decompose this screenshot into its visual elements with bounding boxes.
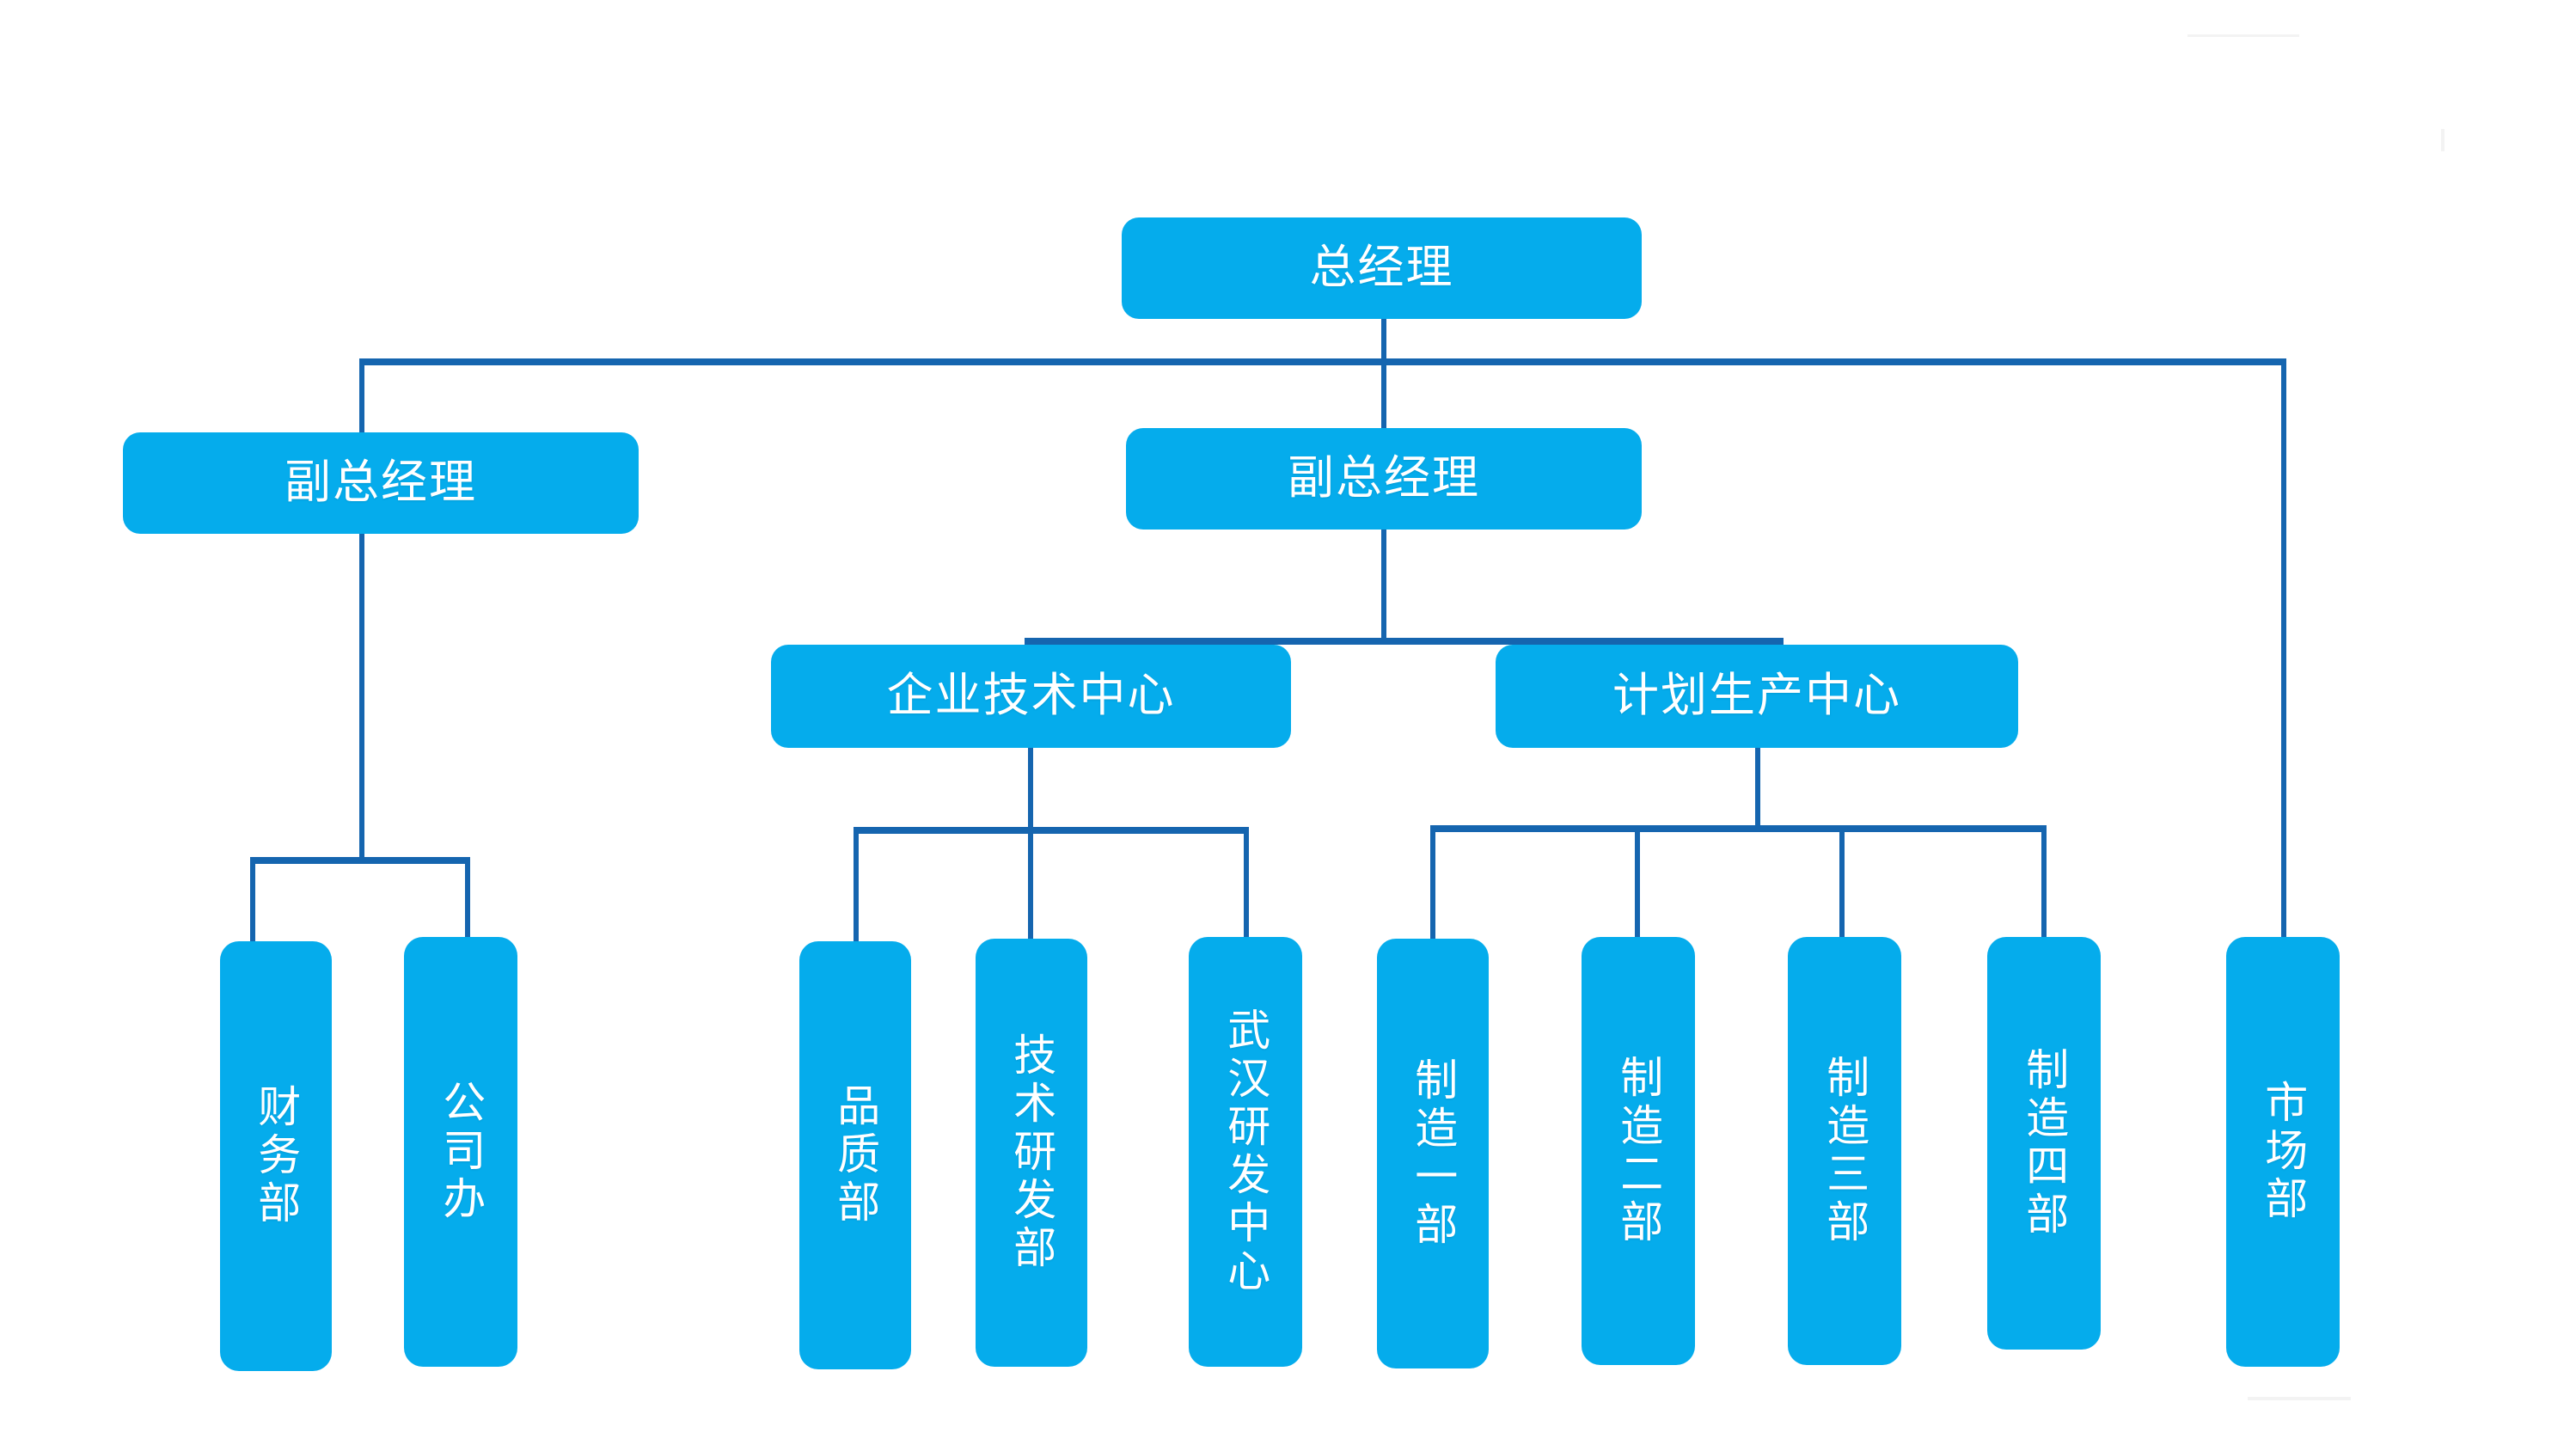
node-label: 财务部 [252, 1084, 301, 1228]
scan-artifact [2248, 1397, 2351, 1400]
connector-bus-to-dgm-center [1381, 358, 1386, 436]
node-quality-department[interactable]: 品质部 [799, 941, 911, 1369]
node-company-office[interactable]: 公司办 [404, 937, 517, 1367]
node-label: 市场部 [2259, 1080, 2308, 1224]
connector-dgm-left-bus [250, 857, 470, 864]
connector-to-wuhan-rd [1244, 827, 1249, 946]
node-planning-production-center[interactable]: 计划生产中心 [1496, 645, 2018, 748]
node-manufacturing-dept-1[interactable]: 制造一部 [1377, 939, 1489, 1368]
node-label: 企业技术中心 [886, 670, 1176, 722]
node-manufacturing-dept-2[interactable]: 制造二部 [1582, 937, 1695, 1365]
node-label: 技术研发部 [1007, 1032, 1056, 1273]
node-label: 制造三部 [1820, 1055, 1869, 1247]
connector-to-company-office [465, 857, 470, 945]
connector-to-mfg1 [1430, 825, 1435, 946]
node-marketing-department[interactable]: 市场部 [2226, 937, 2340, 1367]
node-label: 计划生产中心 [1612, 670, 1901, 722]
connector-bus-to-marketing [2281, 358, 2286, 943]
node-wuhan-rd-center[interactable]: 武汉研发中心 [1189, 937, 1302, 1367]
node-deputy-general-manager-center[interactable]: 副总经理 [1126, 428, 1642, 530]
connector-plan-center-bus [1430, 825, 2047, 832]
scan-artifact [2441, 129, 2444, 151]
connector-to-mfg2 [1635, 825, 1640, 946]
node-label: 品质部 [831, 1083, 880, 1228]
connector-gm-drop [1381, 318, 1386, 363]
node-label: 制造四部 [2020, 1047, 2069, 1240]
node-label: 武汉研发中心 [1221, 1007, 1270, 1296]
node-label: 制造一部 [1409, 1057, 1458, 1250]
node-manufacturing-dept-3[interactable]: 制造三部 [1788, 937, 1901, 1365]
node-label: 制造二部 [1614, 1055, 1663, 1247]
connector-dgm-left-drop [359, 533, 364, 860]
node-general-manager[interactable]: 总经理 [1122, 217, 1642, 319]
connector-dgm-center-bus [1025, 638, 1784, 645]
connector-plan-center-drop [1755, 748, 1760, 830]
node-label: 副总经理 [1288, 452, 1480, 505]
node-label: 副总经理 [285, 456, 477, 509]
node-enterprise-technology-center[interactable]: 企业技术中心 [771, 645, 1291, 748]
connector-to-quality [854, 827, 859, 946]
connector-tech-center-bus [854, 827, 1249, 834]
connector-to-mfg4 [2041, 825, 2047, 946]
connector-top-bus [359, 358, 2286, 365]
connector-to-tech-rd [1028, 827, 1033, 946]
node-finance-department[interactable]: 财务部 [220, 941, 332, 1371]
connector-bus-to-dgm-left [359, 358, 364, 438]
node-manufacturing-dept-4[interactable]: 制造四部 [1987, 937, 2101, 1350]
connector-to-mfg3 [1839, 825, 1845, 946]
node-technology-rd-department[interactable]: 技术研发部 [976, 939, 1087, 1367]
scan-artifact [2187, 34, 2299, 37]
connector-dgm-center-drop [1381, 529, 1386, 640]
node-label: 公司办 [437, 1080, 486, 1224]
node-deputy-general-manager-left[interactable]: 副总经理 [123, 432, 639, 534]
node-label: 总经理 [1309, 242, 1454, 294]
connector-to-finance [250, 857, 255, 945]
